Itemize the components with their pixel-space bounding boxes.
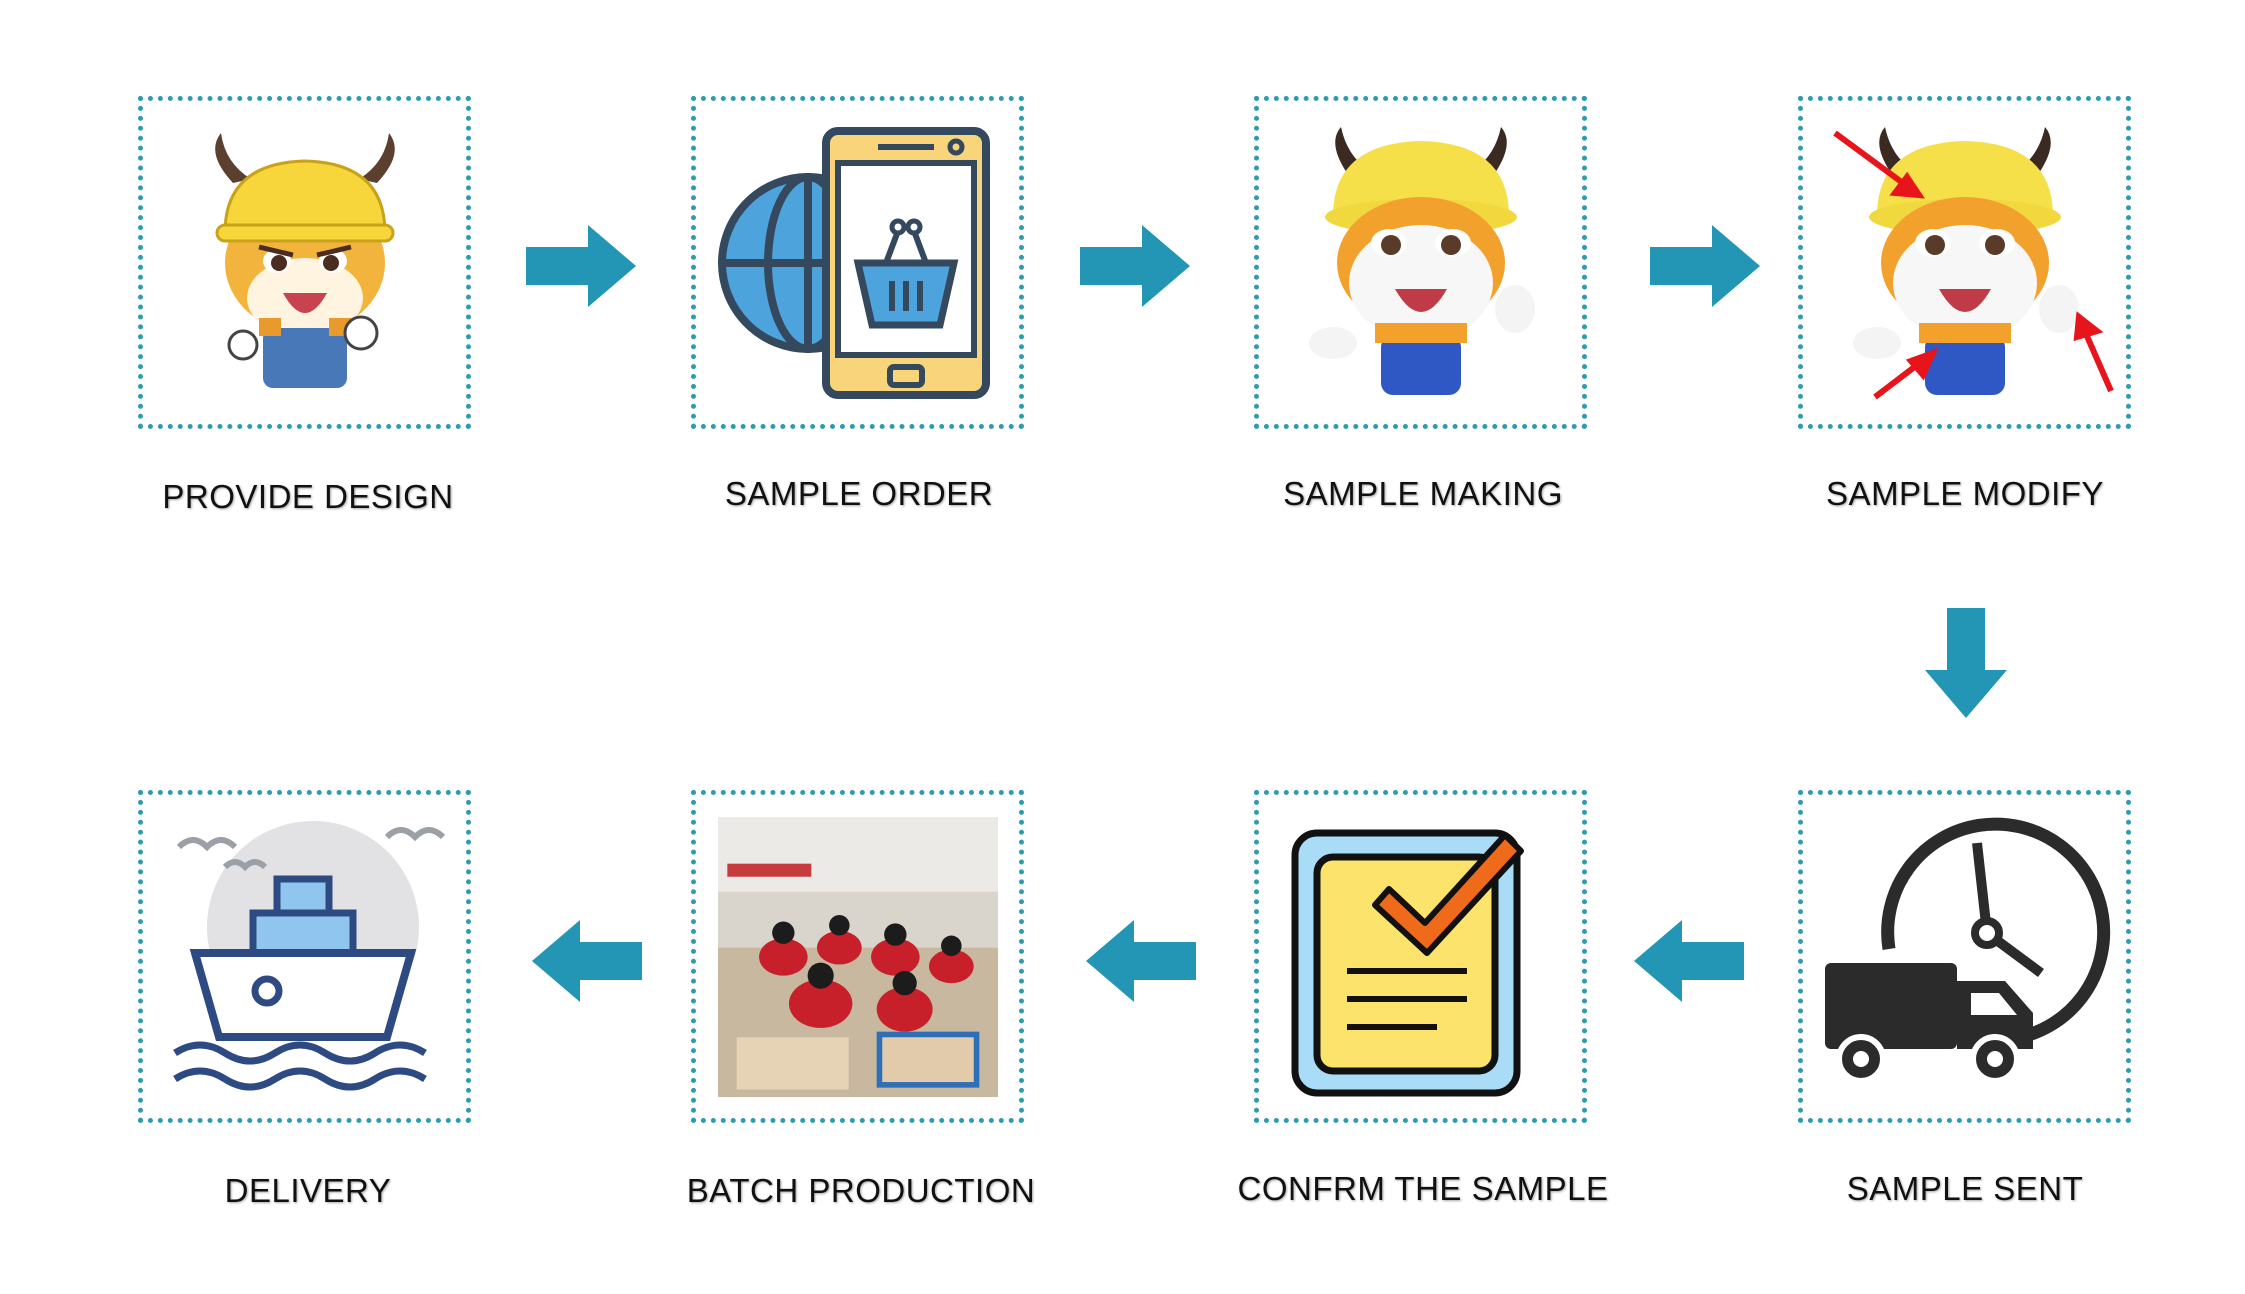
- arrow-left-icon: [1086, 920, 1196, 1002]
- plush-bull-toy-icon: [1308, 126, 1535, 395]
- delivery-truck-clock-icon: [1824, 817, 2110, 1084]
- mobile-shopping-basket-icon: [717, 126, 990, 399]
- arrow-right-icon: [1080, 225, 1190, 307]
- cartoon-bull-mascot-icon: [214, 132, 395, 388]
- step-label-provide-design: PROVIDE DESIGN: [162, 478, 454, 515]
- step-label-delivery: DELIVERY: [224, 1172, 392, 1209]
- checked-document-icon: [1291, 829, 1524, 1096]
- arrow-left-icon: [1634, 920, 1744, 1002]
- step-label-sample-making: SAMPLE MAKING: [1283, 475, 1563, 512]
- arrow-right-icon: [526, 225, 636, 307]
- step-sample-modify-box: [1798, 96, 2131, 429]
- cargo-ship-icon: [172, 820, 445, 1090]
- step-sample-order-box: [691, 96, 1024, 429]
- step-label-batch-production: BATCH PRODUCTION: [686, 1172, 1036, 1209]
- arrow-left-icon: [532, 920, 642, 1002]
- arrow-right-icon: [1650, 225, 1760, 307]
- step-provide-design-box: [138, 96, 471, 429]
- step-sample-making-box: [1254, 96, 1587, 429]
- step-label-sample-order: SAMPLE ORDER: [724, 475, 994, 512]
- step-delivery-box: [138, 790, 471, 1123]
- arrow-down-icon: [1925, 608, 2007, 718]
- step-confirm-sample-box: [1254, 790, 1587, 1123]
- step-batch-production-box: [691, 790, 1024, 1123]
- step-label-sample-modify: SAMPLE MODIFY: [1826, 475, 2104, 512]
- step-label-confirm-sample: CONFRM THE SAMPLE: [1237, 1170, 1609, 1207]
- factory-workers-photo: [717, 816, 998, 1097]
- step-sample-sent-box: [1798, 790, 2131, 1123]
- plush-bull-toy-with-red-arrows-icon: [1832, 126, 2114, 399]
- step-label-sample-sent: SAMPLE SENT: [1846, 1170, 2084, 1207]
